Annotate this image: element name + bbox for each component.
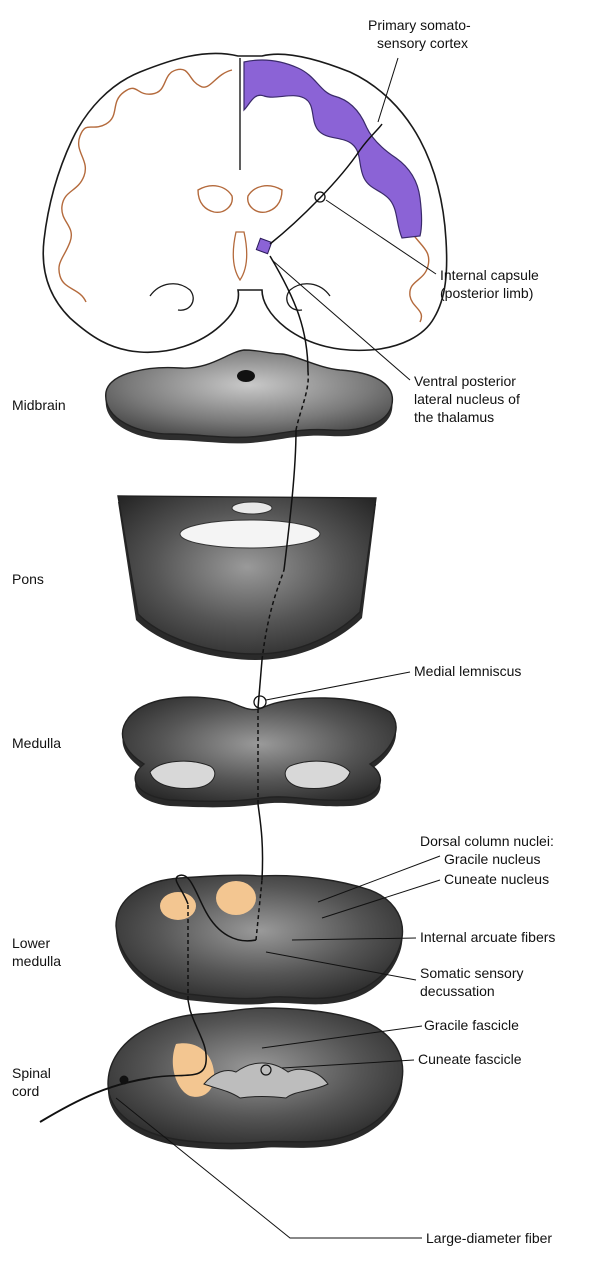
medulla-to-pons-fiber	[258, 660, 262, 708]
label-spinal-cord-2: cord	[12, 1083, 39, 1099]
label-vpl-1: Ventral posterior	[414, 373, 516, 389]
label-spinal-cord-1: Spinal	[12, 1065, 51, 1081]
fourth-ventricle	[180, 520, 320, 548]
midbrain-section	[106, 350, 393, 443]
label-medial-lemniscus: Medial lemniscus	[414, 663, 521, 679]
label-gracile-nucleus: Gracile nucleus	[444, 851, 541, 867]
label-vpl-3: the thalamus	[414, 409, 494, 425]
medial-lemniscus-marker	[254, 696, 266, 708]
label-primary-somatosensory-cortex-1: Primary somato-	[368, 17, 471, 33]
pons-section	[118, 496, 376, 660]
medulla-slab	[122, 697, 396, 801]
label-gracile-fascicle: Gracile fascicle	[424, 1017, 519, 1033]
label-lower-medulla-1: Lower	[12, 935, 50, 951]
label-dorsal-column-nuclei: Dorsal column nuclei:	[420, 833, 554, 849]
label-internal-capsule-2: (posterior limb)	[440, 285, 533, 301]
label-internal-arcuate-fibers: Internal arcuate fibers	[420, 929, 555, 945]
lower-medulla-slab	[116, 875, 402, 998]
label-vpl-2: lateral nucleus of	[414, 391, 520, 407]
label-somatic-decussation-1: Somatic sensory	[420, 965, 523, 981]
medial-lemniscus-fiber	[258, 804, 263, 880]
label-lower-medulla-2: medulla	[12, 953, 61, 969]
label-pons: Pons	[12, 571, 44, 587]
label-internal-capsule-1: Internal capsule	[440, 267, 539, 283]
midbrain-slab	[106, 350, 393, 437]
dorsal-root-ganglion	[120, 1076, 128, 1084]
label-primary-somatosensory-cortex-2: sensory cortex	[377, 35, 468, 51]
label-medulla: Medulla	[12, 735, 61, 751]
label-somatic-decussation-2: decussation	[420, 983, 495, 999]
label-cuneate-fascicle: Cuneate fascicle	[418, 1051, 522, 1067]
cerebral-aqueduct	[237, 370, 255, 382]
left-cuneate-nucleus-highlight	[216, 881, 256, 915]
pons-top-structure	[232, 502, 272, 514]
medulla-section	[122, 696, 396, 807]
left-gracile-nucleus-highlight	[160, 892, 196, 920]
label-midbrain: Midbrain	[12, 397, 66, 413]
label-cuneate-nucleus: Cuneate nucleus	[444, 871, 549, 887]
label-large-diameter-fiber: Large-diameter fiber	[426, 1230, 552, 1246]
spinal-cord-section	[108, 1008, 403, 1149]
coronal-brain-section	[43, 53, 446, 352]
lower-medulla-section	[116, 875, 402, 1004]
